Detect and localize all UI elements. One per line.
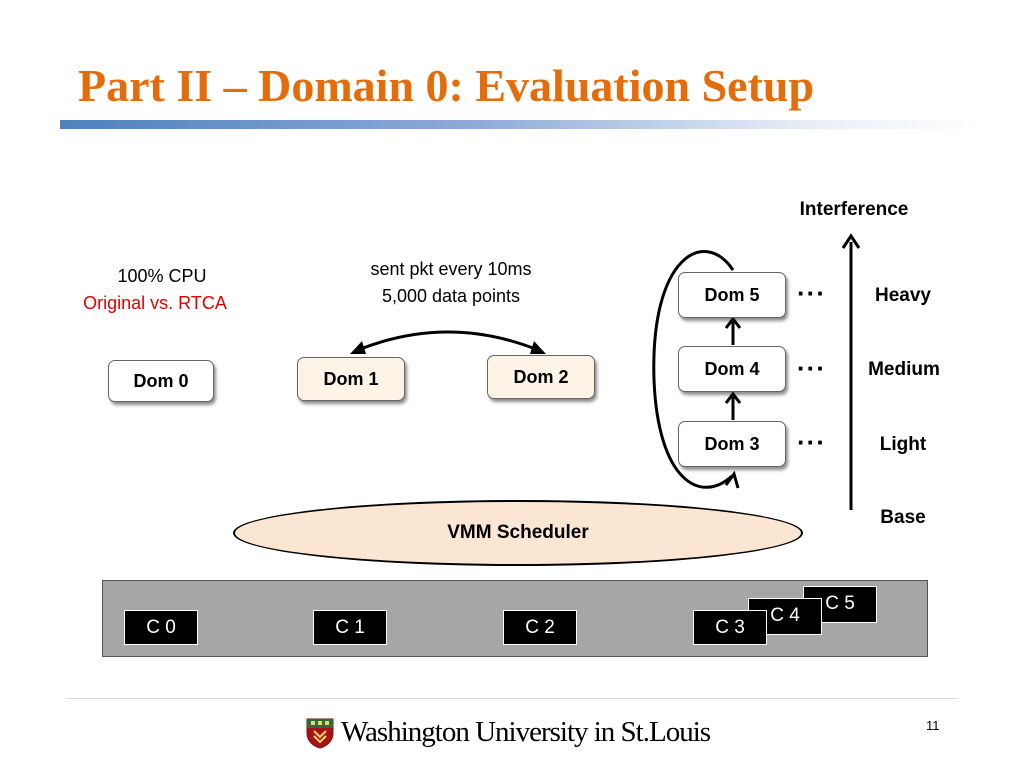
dom5-to-dom3-loop — [652, 250, 735, 489]
base-label: Base — [880, 507, 926, 528]
loop-arrowhead — [724, 470, 740, 489]
dom5-box: Dom 5 — [678, 272, 786, 318]
medium-label: Medium — [868, 359, 940, 380]
heavy-dots: ··· — [797, 278, 826, 308]
core-c5-label: C 5 — [825, 593, 855, 614]
university-logo: Washington University in St.Louis — [305, 716, 711, 749]
vmm-scheduler: VMM Scheduler — [233, 500, 803, 566]
dom0-label: Dom 0 — [133, 370, 189, 391]
core-c1-label: C 1 — [335, 616, 365, 638]
dom4-box: Dom 4 — [678, 346, 786, 392]
dom1-label: Dom 1 — [323, 368, 379, 389]
dom4-to-dom5-arrowhead — [724, 316, 742, 329]
core-c3-label: C 3 — [715, 616, 745, 638]
interference-axis-arrowhead — [841, 233, 861, 249]
core-c2-label: C 2 — [525, 616, 555, 638]
dom2-arrowhead — [530, 341, 546, 354]
dom4-label: Dom 4 — [704, 358, 760, 379]
slide-title: Part II – Domain 0: Evaluation Setup — [78, 60, 815, 111]
footer-divider — [66, 698, 958, 699]
core-c3: C 3 — [693, 610, 767, 645]
heavy-label: Heavy — [875, 285, 931, 306]
dom2-box: Dom 2 — [487, 355, 595, 399]
dom2-label: Dom 2 — [513, 366, 569, 387]
cpu-load-note: 100% CPU — [117, 266, 207, 286]
dom1-dom2-link — [357, 330, 539, 352]
university-name: Washington University in St.Louis — [341, 716, 711, 748]
light-dots: ··· — [797, 427, 826, 457]
core-c4-label: C 4 — [770, 605, 800, 626]
comparison-note: Original vs. RTCA — [83, 293, 227, 313]
dom3-to-dom4-arrowhead — [724, 391, 742, 404]
core-c1: C 1 — [313, 610, 387, 645]
packet-rate-note: sent pkt every 10ms — [370, 259, 532, 279]
dom0-box: Dom 0 — [108, 360, 214, 402]
title-underline — [60, 120, 980, 129]
core-c2: C 2 — [503, 610, 577, 645]
dom3-label: Dom 3 — [704, 433, 760, 454]
dom1-box: Dom 1 — [297, 357, 405, 401]
light-label: Light — [879, 434, 927, 455]
core-c0: C 0 — [124, 610, 198, 645]
interference-axis-label: Interference — [799, 199, 909, 220]
dom1-arrowhead — [350, 341, 366, 354]
medium-dots: ··· — [797, 353, 826, 383]
vmm-scheduler-label: VMM Scheduler — [447, 522, 589, 543]
data-points-note: 5,000 data points — [381, 286, 521, 306]
dom3-box: Dom 3 — [678, 421, 786, 467]
core-c0-label: C 0 — [146, 616, 176, 638]
page-number: 11 — [926, 718, 940, 733]
university-crest-icon — [306, 718, 334, 749]
dom5-label: Dom 5 — [704, 284, 760, 305]
